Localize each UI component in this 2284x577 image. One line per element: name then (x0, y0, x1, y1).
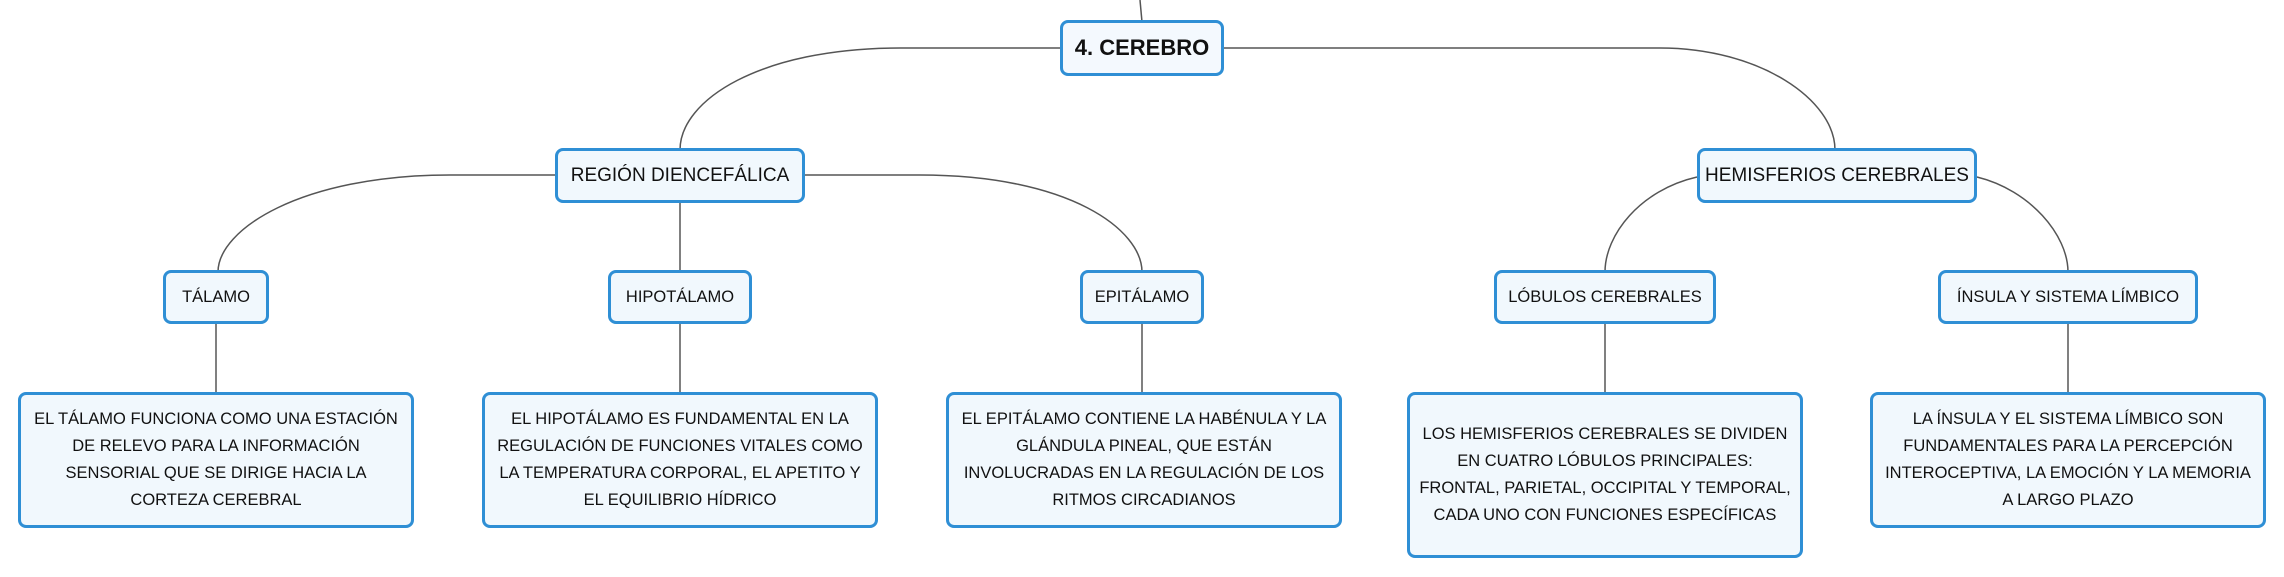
connector-root-hemi (1224, 47, 1836, 151)
leaf-label: HIPOTÁLAMO (625, 287, 735, 306)
leaf-label: LÓBULOS CEREBRALES (1508, 287, 1702, 306)
branch-label: REGIÓN DIENCEFÁLICA (570, 164, 790, 186)
connector-dien-epi (805, 174, 1143, 273)
leaf-label: ÍNSULA Y SISTEMA LÍMBICO (1956, 287, 2180, 306)
description-text: LOS HEMISFERIOS CEREBRALES SE DIVIDEN EN… (1419, 425, 1791, 524)
description-epitalamo[interactable]: EL EPITÁLAMO CONTIENE LA HABÉNULA Y LA G… (946, 392, 1342, 528)
leaf-epitalamo[interactable]: EPITÁLAMO (1080, 270, 1204, 324)
description-talamo[interactable]: EL TÁLAMO FUNCIONA COMO UNA ESTACIÓN DE … (18, 392, 414, 528)
description-text: EL EPITÁLAMO CONTIENE LA HABÉNULA Y LA G… (961, 410, 1327, 509)
connector-hemi-lobulos (1604, 176, 1698, 273)
leaf-insula-sistema-limbico[interactable]: ÍNSULA Y SISTEMA LÍMBICO (1938, 270, 2198, 324)
description-insula-sistema-limbico[interactable]: LA ÍNSULA Y EL SISTEMA LÍMBICO SON FUNDA… (1870, 392, 2266, 528)
leaf-talamo[interactable]: TÁLAMO (163, 270, 269, 324)
leaf-hipotalamo[interactable]: HIPOTÁLAMO (608, 270, 752, 324)
description-text: EL HIPOTÁLAMO ES FUNDAMENTAL EN LA REGUL… (497, 410, 863, 509)
connector-hemi-insula (1976, 176, 2069, 273)
root-label: 4. CEREBRO (1074, 35, 1210, 60)
connector-dien-talamo (217, 174, 555, 273)
leaf-label: TÁLAMO (182, 287, 250, 306)
branch-hemisferios-cerebrales[interactable]: HEMISFERIOS CEREBRALES (1697, 148, 1977, 203)
connector-parent-root (1139, 0, 1143, 23)
description-text: LA ÍNSULA Y EL SISTEMA LÍMBICO SON FUNDA… (1885, 410, 2251, 509)
branch-label: HEMISFERIOS CEREBRALES (1705, 164, 1969, 186)
branch-region-diencefalica[interactable]: REGIÓN DIENCEFÁLICA (555, 148, 805, 203)
connector-root-dien (679, 47, 1060, 151)
leaf-label: EPITÁLAMO (1094, 287, 1190, 306)
description-hipotalamo[interactable]: EL HIPOTÁLAMO ES FUNDAMENTAL EN LA REGUL… (482, 392, 878, 528)
leaf-lobulos-cerebrales[interactable]: LÓBULOS CEREBRALES (1494, 270, 1716, 324)
root-node[interactable]: 4. CEREBRO (1060, 20, 1224, 76)
description-text: EL TÁLAMO FUNCIONA COMO UNA ESTACIÓN DE … (34, 410, 398, 509)
description-lobulos-cerebrales[interactable]: LOS HEMISFERIOS CEREBRALES SE DIVIDEN EN… (1407, 392, 1803, 558)
